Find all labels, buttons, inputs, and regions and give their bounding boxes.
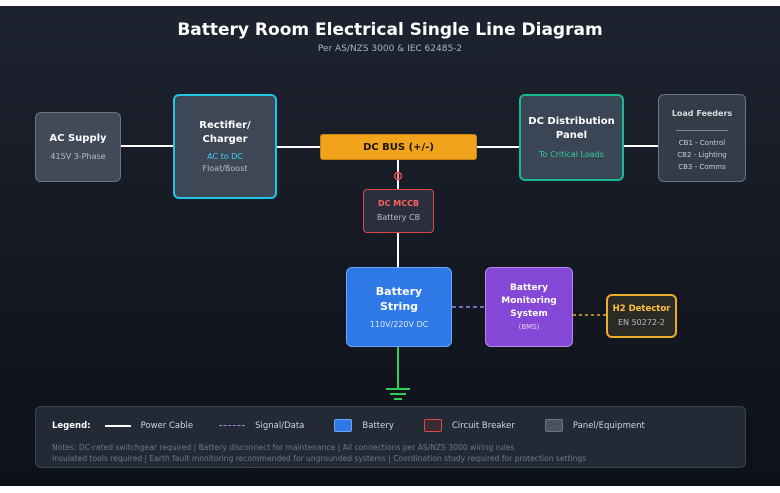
feeder-item: CB3 - Comms xyxy=(678,163,726,171)
load-feeders-title: Load Feeders xyxy=(671,109,733,118)
rectifier-detail-mode: Float/Boost xyxy=(202,163,248,173)
legend-note-line: Insulated tools required | Earth fault m… xyxy=(52,454,587,463)
rectifier-detail-conversion: AC to DC xyxy=(207,151,243,161)
mccb-title: DC MCCB xyxy=(377,199,420,208)
legend-panel: Legend: Power Cable Signal/Data Battery … xyxy=(35,406,746,468)
legend-item-battery: Battery xyxy=(362,420,394,431)
battery-swatch xyxy=(334,419,353,432)
diagram-canvas: Battery Room Electrical Single Line Diag… xyxy=(0,6,780,486)
bms-node[interactable]: Battery Monitoring System (BMS) xyxy=(485,267,573,347)
legend-item-power-cable: Power Cable xyxy=(140,420,194,431)
power-cable-swatch xyxy=(104,424,131,427)
legend-notes: Notes: DC-rated switchgear required | Ba… xyxy=(52,442,586,464)
bms-title-line1: Battery xyxy=(510,282,548,293)
ground-icon xyxy=(386,388,410,400)
legend-note-line: Notes: DC-rated switchgear required | Ba… xyxy=(52,443,515,452)
distribution-title-line1: DC Distribution xyxy=(528,115,615,127)
distribution-title-line2: Panel xyxy=(555,129,588,141)
signal-data-swatch xyxy=(219,425,246,426)
battery-string-node[interactable]: Battery String 110V/220V DC xyxy=(346,267,452,347)
legend-title: Legend: xyxy=(52,420,91,431)
bms-title-line2: Monitoring xyxy=(501,295,557,306)
rectifier-title-line1: Rectifier/ xyxy=(199,119,251,131)
ac-supply-title: AC Supply xyxy=(49,132,107,144)
feeder-item: CB2 - Lighting xyxy=(677,151,727,159)
legend-row: Legend: Power Cable Signal/Data Battery … xyxy=(52,419,645,432)
battery-detail: 110V/220V DC xyxy=(369,319,429,329)
rectifier-title-line2: Charger xyxy=(202,133,248,145)
ac-supply-node[interactable]: AC Supply 415V 3-Phase xyxy=(35,112,121,182)
distribution-detail: To Critical Loads xyxy=(539,149,604,159)
page-subtitle: Per AS/NZS 3000 & IEC 62485-2 xyxy=(317,44,463,54)
circuit-breaker-swatch xyxy=(423,419,442,432)
legend-item-signal-data: Signal/Data xyxy=(255,420,305,431)
legend-item-panel-equipment: Panel/Equipment xyxy=(572,420,645,431)
dc-bus-label: DC BUS (+/-) xyxy=(363,141,434,153)
dc-bus-node[interactable]: DC BUS (+/-) xyxy=(320,134,477,160)
connections-layer xyxy=(121,145,658,400)
load-feeders-node[interactable]: Load Feeders CB1 - Control CB2 - Lightin… xyxy=(658,94,746,182)
h2-detector-detail: EN 50272-2 xyxy=(617,318,665,327)
legend-item-circuit-breaker: Circuit Breaker xyxy=(451,420,515,431)
battery-title-line2: String xyxy=(379,299,419,313)
battery-title-line1: Battery xyxy=(375,284,423,298)
bms-title-line3: System xyxy=(510,308,548,319)
mccb-detail: Battery CB xyxy=(376,213,421,222)
ac-supply-detail: 415V 3-Phase xyxy=(50,151,106,161)
bms-detail: (BMS) xyxy=(518,322,540,331)
rectifier-charger-node[interactable]: Rectifier/ Charger AC to DC Float/Boost xyxy=(173,94,277,199)
dc-distribution-panel-node[interactable]: DC Distribution Panel To Critical Loads xyxy=(519,94,624,181)
h2-detector-title: H2 Detector xyxy=(612,304,671,314)
feeder-item: CB1 - Control xyxy=(678,139,726,147)
panel-equipment-swatch xyxy=(544,419,563,432)
breaker-symbol-icon xyxy=(393,171,403,181)
dc-mccb-node[interactable]: DC MCCB Battery CB xyxy=(363,189,434,233)
load-feeders-divider xyxy=(676,130,728,131)
page-title: Battery Room Electrical Single Line Diag… xyxy=(177,20,603,40)
h2-detector-node[interactable]: H2 Detector EN 50272-2 xyxy=(606,294,677,338)
